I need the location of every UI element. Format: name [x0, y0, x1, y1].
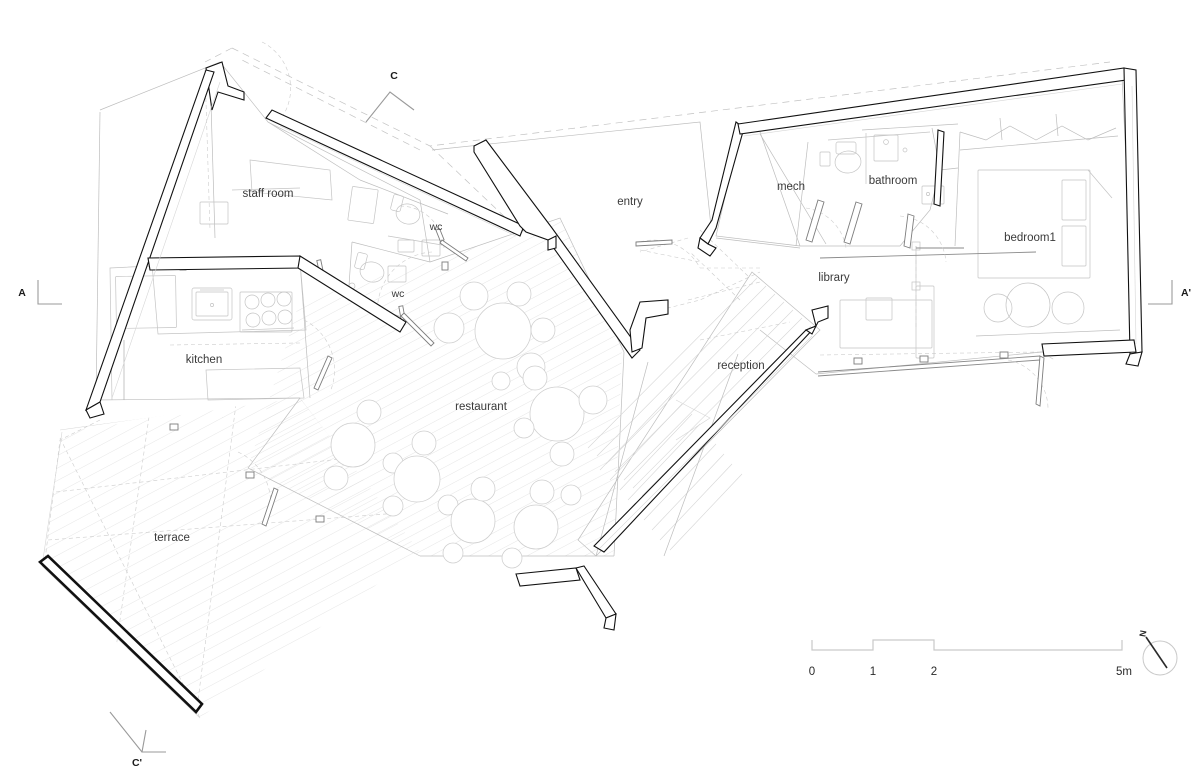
restaurant-furniture [323, 281, 608, 569]
door-leaves [169, 199, 1045, 527]
wall-inner-lines [111, 81, 1137, 549]
room-label-wc-upper: wc [429, 221, 443, 233]
scale-tick-1: 1 [870, 666, 876, 678]
room-label-restaurant: restaurant [455, 401, 508, 413]
section-label-A: A [18, 287, 26, 299]
room-label-library: library [818, 272, 850, 284]
right-wing-partitions [715, 133, 1041, 377]
scale-tick-2: 2 [931, 666, 937, 678]
structural-walls [84, 61, 1143, 631]
entry-area [431, 121, 713, 263]
room-label-entry: entry [617, 196, 643, 208]
section-label-A-prime: A' [1181, 287, 1191, 299]
room-label-kitchen: kitchen [186, 354, 222, 366]
section-marker-C-prime: C' [109, 711, 166, 769]
room-label-staff-room: staff room [243, 188, 294, 200]
room-label-reception: reception [717, 360, 764, 372]
scale-tick-5m: 5m [1116, 666, 1132, 678]
section-marker-C: C [365, 70, 415, 123]
section-label-C-prime: C' [132, 757, 142, 769]
room-label-mech: mech [777, 181, 805, 193]
staff-room-fixtures [199, 159, 379, 225]
scale-tick-0: 0 [809, 666, 815, 678]
room-label-wc-lower: wc [391, 288, 405, 300]
north-arrow-label: N [1138, 629, 1149, 637]
section-marker-A: A [18, 280, 62, 305]
room-label-terrace: terrace [154, 532, 190, 544]
right-wing-fixtures [819, 113, 1121, 359]
kitchen-fixtures [109, 261, 307, 401]
room-labels: staff room wc wc kitchen restaurant terr… [154, 175, 1056, 544]
north-arrow: N [1138, 629, 1178, 676]
section-marker-A-prime: A' [1148, 280, 1191, 305]
room-label-bedroom1: bedroom1 [1004, 232, 1056, 244]
scale-bar: 0 1 2 5m [809, 639, 1132, 678]
section-label-C: C [390, 70, 398, 82]
room-label-bathroom: bathroom [869, 175, 918, 187]
